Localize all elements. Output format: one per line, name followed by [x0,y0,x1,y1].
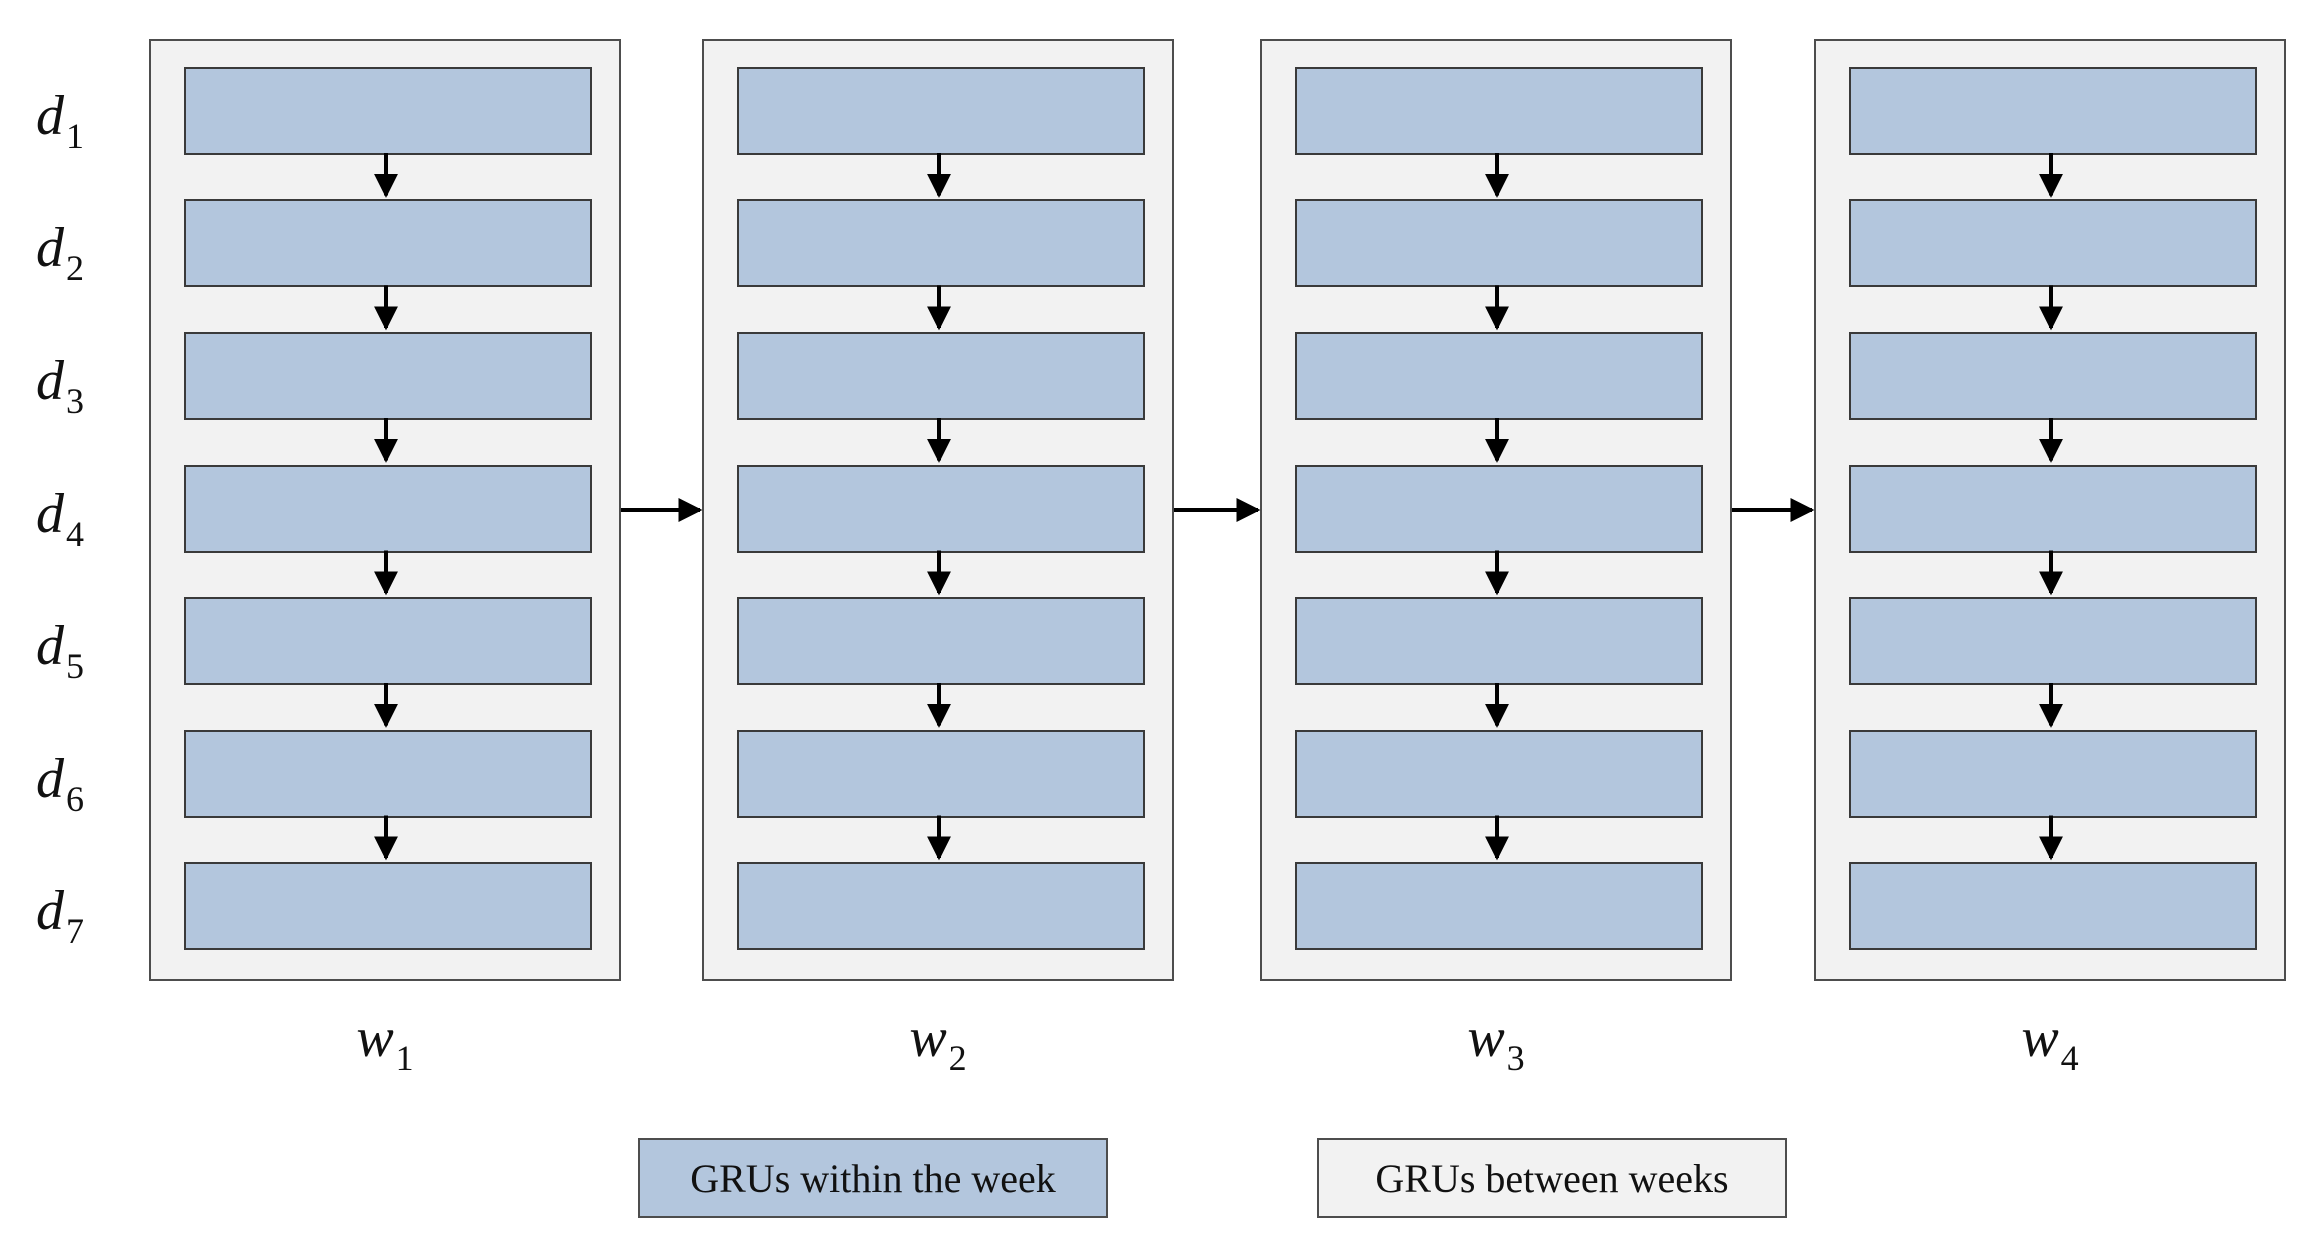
gru-cell [1295,199,1703,287]
gru-cell [737,862,1145,950]
gru-cell [1849,199,2257,287]
week-column-1 [149,39,621,981]
within-week-arrows [374,153,2063,861]
row-label-d6: d6 [36,748,84,819]
week-label-w3: w3 [1467,1007,1525,1078]
row-label-d3: d3 [36,350,84,421]
week-label-w4: w4 [2021,1007,2079,1078]
legend-gru-within-week: GRUs within the week [638,1138,1108,1218]
gru-cell [1849,332,2257,420]
gru-cell [737,597,1145,685]
gru-cell [184,67,592,155]
row-label-d5: d5 [36,615,84,686]
legend-between-label: GRUs between weeks [1375,1155,1729,1201]
gru-cell [1295,862,1703,950]
row-label-d7: d7 [36,880,84,951]
gru-cell [184,730,592,818]
legend-within-label: GRUs within the week [690,1155,1056,1201]
gru-cell [737,199,1145,287]
gru-cell [184,862,592,950]
legend-gru-between-weeks: GRUs between weeks [1317,1138,1787,1218]
gru-cell [184,465,592,553]
gru-cell [1295,67,1703,155]
gru-cell [1849,67,2257,155]
gru-cell [1295,465,1703,553]
gru-cell [1849,862,2257,950]
week-label-w1: w1 [356,1007,414,1078]
row-label-d1: d1 [36,85,84,156]
week-label-w2: w2 [909,1007,967,1078]
week-column-4 [1814,39,2286,981]
gru-cell [184,199,592,287]
gru-cell [737,67,1145,155]
gru-cell [737,730,1145,818]
week-column-3 [1260,39,1732,981]
row-label-d2: d2 [36,217,84,288]
gru-cell [184,332,592,420]
gru-cell [1295,332,1703,420]
gru-cell [1849,597,2257,685]
row-label-d4: d4 [36,483,84,554]
gru-cell [1849,465,2257,553]
gru-cell [1849,730,2257,818]
gru-cell [1295,597,1703,685]
gru-cell [737,465,1145,553]
week-column-2 [702,39,1174,981]
gru-cell [1295,730,1703,818]
gru-cell [737,332,1145,420]
gru-cell [184,597,592,685]
